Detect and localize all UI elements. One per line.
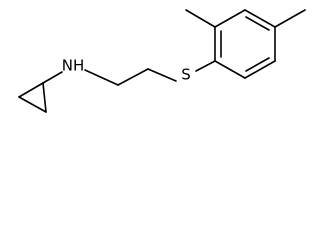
ring-bond-c6-c1 [214, 60, 246, 79]
ring-bond-top-left [18, 82, 44, 98]
bond-ring-to-nitrogen [42, 71, 63, 84]
ethylene-linker [84, 68, 177, 86]
ring-bond-c5-c6 [244, 60, 276, 79]
bond-ch2a-to-ch2b [117, 68, 149, 86]
ring-double-bond-c3-c4 [245, 16, 270, 31]
ring-double-bond-c5-c6 [245, 57, 270, 72]
benzene-ring [214, 9, 276, 79]
sulfur-s-label: S [181, 66, 191, 84]
ring-bond-c2-c3 [214, 9, 246, 28]
methyl-ortho-bond [185, 9, 216, 28]
ring-bond-c3-c4 [244, 9, 276, 28]
molecule-structure: NH S [18, 9, 306, 113]
ring-bond-bottom-top [42, 82, 47, 113]
amine-nh-label: NH [62, 57, 85, 75]
ring-bond-left-bottom [18, 96, 47, 113]
bond-sulfur-to-ring [195, 60, 216, 72]
bond-n-to-ch2a [84, 69, 119, 86]
methyl-para-bond [274, 9, 306, 28]
cyclopropyl-ring [18, 82, 47, 113]
bond-ch2b-to-sulfur [147, 68, 177, 82]
